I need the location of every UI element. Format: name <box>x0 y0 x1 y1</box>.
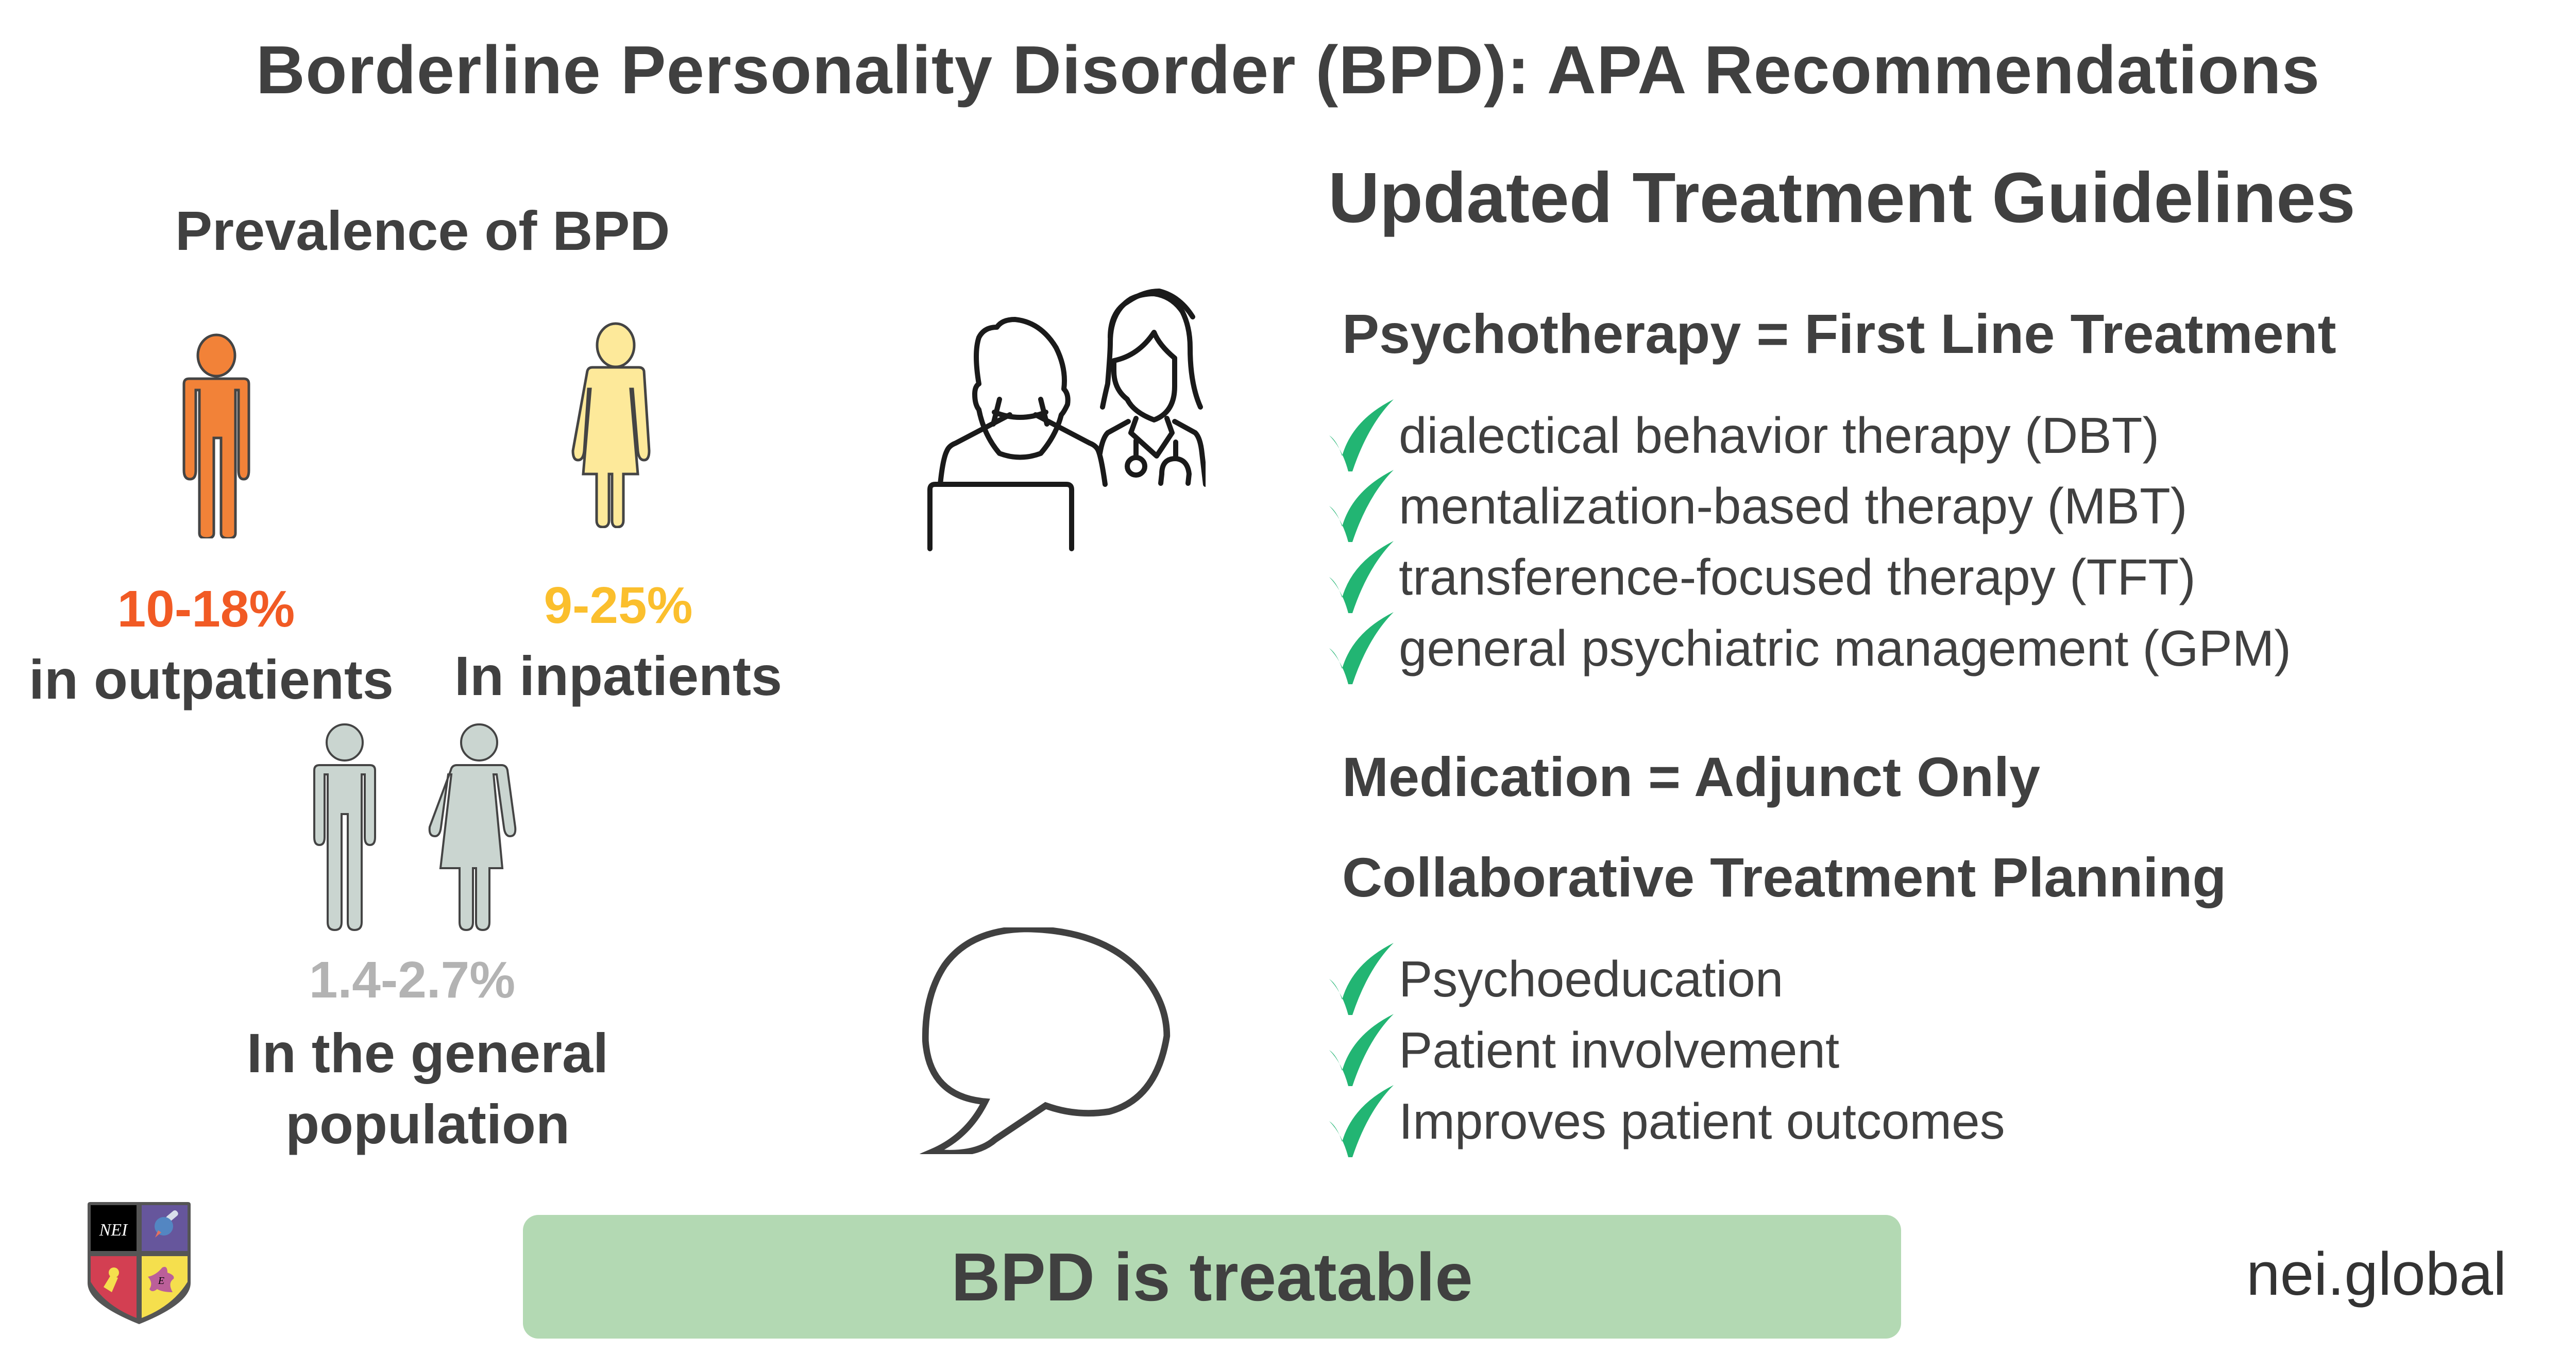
checkmark-icon <box>1329 541 1394 613</box>
page-title: Borderline Personality Disorder (BPD): A… <box>256 32 2320 108</box>
list-item: Improves patient outcomes <box>1327 1085 2005 1157</box>
checkmark-icon <box>1329 1014 1394 1086</box>
list-item: Patient involvement <box>1327 1014 1839 1086</box>
list-item: transference-focused therapy (TFT) <box>1327 541 2196 613</box>
website-link[interactable]: nei.global <box>2246 1240 2507 1308</box>
list-item: mentalization-based therapy (MBT) <box>1327 470 2188 542</box>
checkmark-icon <box>1329 612 1394 684</box>
medication-heading: Medication = Adjunct Only <box>1342 746 2041 808</box>
list-item: dialectical behavior therapy (DBT) <box>1327 399 2159 471</box>
checkmark-icon <box>1329 1085 1394 1157</box>
grey-woman-figure-icon <box>428 723 517 932</box>
general-population-prevalence-label: In the general population <box>170 1018 685 1160</box>
general-population-figures-icon <box>309 719 536 935</box>
inpatient-prevalence-value: 9-25% <box>544 577 693 634</box>
svg-text:E: E <box>158 1275 164 1287</box>
psychotherapy-item: general psychiatric management (GPM) <box>1399 619 2292 676</box>
collaborative-item: Improves patient outcomes <box>1399 1092 2005 1149</box>
collaborative-item: Patient involvement <box>1399 1021 1840 1078</box>
outpatient-prevalence-value: 10-18% <box>117 580 295 638</box>
treatable-banner-text: BPD is treatable <box>951 1239 1473 1315</box>
psychotherapy-heading: Psychotherapy = First Line Treatment <box>1342 302 2336 365</box>
general-population-label-line2: population <box>285 1093 570 1156</box>
psychotherapy-item: dialectical behavior therapy (DBT) <box>1399 407 2160 464</box>
checkmark-icon <box>1329 399 1394 471</box>
prevalence-heading: Prevalence of BPD <box>175 199 670 262</box>
checkmark-icon <box>1329 470 1394 542</box>
outpatient-prevalence-label: in outpatients <box>29 648 394 711</box>
collaborative-item: Psychoeducation <box>1399 950 1784 1007</box>
treatable-banner: BPD is treatable <box>523 1215 1901 1339</box>
list-item: Psychoeducation <box>1327 943 1783 1015</box>
psychotherapy-item: transference-focused therapy (TFT) <box>1399 548 2196 605</box>
collaborative-heading: Collaborative Treatment Planning <box>1342 846 2227 908</box>
doctor-patient-icon <box>855 268 1206 556</box>
checkmark-icon <box>1329 943 1394 1015</box>
woman-figure-icon <box>567 322 665 528</box>
man-figure-icon <box>173 332 260 538</box>
nei-shield-logo: NEI E <box>85 1200 193 1327</box>
inpatient-prevalence-label: In inpatients <box>454 645 783 707</box>
grey-man-figure-icon <box>313 723 376 932</box>
svg-text:NEI: NEI <box>99 1221 128 1240</box>
general-population-label-line1: In the general <box>246 1022 609 1084</box>
psychotherapy-item: mentalization-based therapy (MBT) <box>1399 477 2188 534</box>
list-item: general psychiatric management (GPM) <box>1327 612 2291 684</box>
general-population-prevalence-value: 1.4-2.7% <box>309 951 516 1009</box>
guidelines-heading: Updated Treatment Guidelines <box>1328 158 2355 238</box>
speech-bubble-icon <box>912 927 1180 1154</box>
